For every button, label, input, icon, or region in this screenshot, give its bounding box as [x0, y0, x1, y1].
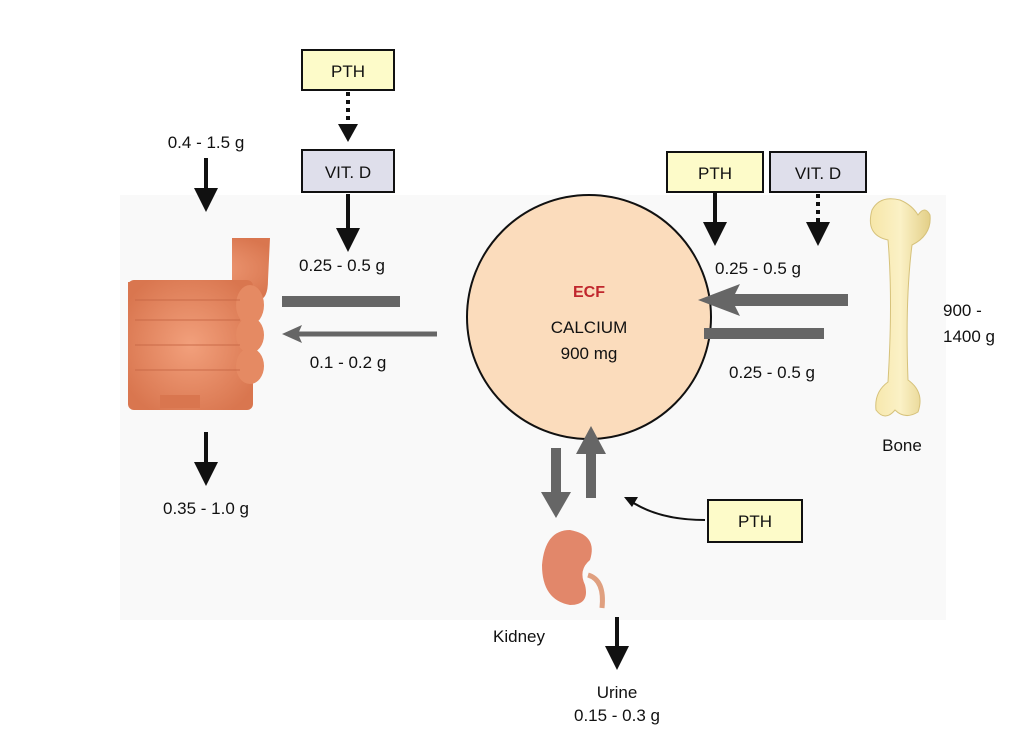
bone-resorption-arrow	[730, 294, 848, 306]
arrowhead	[336, 228, 360, 252]
pth-label-kidney: PTH	[738, 512, 772, 531]
ecf-calcium-pool	[466, 194, 712, 440]
absorption-flow-bar	[282, 296, 400, 307]
vitd-label-intestine: VIT. D	[325, 163, 371, 182]
reabsorption-arrow	[586, 450, 596, 498]
arrowhead	[282, 325, 302, 343]
arrowhead	[194, 188, 218, 212]
pth-label-bone: PTH	[698, 164, 732, 183]
arrowhead	[576, 426, 606, 454]
bone-resorption-label: 0.25 - 0.5 g	[715, 259, 801, 278]
fecal-excretion-label: 0.35 - 1.0 g	[163, 499, 249, 518]
vitd-box-intestine	[301, 149, 395, 193]
urine-amount: 0.15 - 0.3 g	[574, 706, 660, 725]
intestinal-absorption-label: 0.25 - 0.5 g	[299, 256, 385, 275]
arrowhead	[541, 492, 571, 518]
arrowhead	[624, 497, 638, 507]
arrowhead	[194, 462, 218, 486]
vitd-box-bone	[769, 151, 867, 193]
arrowhead	[806, 222, 830, 246]
arrowhead	[703, 222, 727, 246]
arrowhead	[338, 124, 358, 142]
pth-box-intestine	[301, 49, 395, 91]
intestine-regulation: PTH VIT. D	[301, 49, 395, 252]
pth-label-intestine: PTH	[331, 62, 365, 81]
bone-label: Bone	[882, 436, 922, 455]
kidney-label: Kidney	[493, 627, 545, 646]
arrowhead	[698, 284, 740, 316]
urine-label: Urine	[597, 683, 638, 702]
bone-illustration	[869, 198, 931, 417]
ecf-calcium-label: CALCIUM	[551, 318, 628, 337]
bone-store-line1: 900 -	[943, 301, 982, 320]
pth-to-kidney-curved-arrow	[631, 501, 706, 521]
bone-deposition-bar	[704, 328, 824, 339]
ecf-calcium-amount: 900 mg	[561, 344, 618, 363]
pth-box-kidney	[707, 499, 803, 543]
intestine-illustration	[128, 238, 270, 410]
pth-box-bone	[666, 151, 764, 193]
vitd-label-bone: VIT. D	[795, 164, 841, 183]
bone-store-line2: 1400 g	[943, 327, 995, 346]
kidney-illustration	[542, 530, 605, 609]
ecf-title: ECF	[573, 284, 605, 301]
intestinal-secretion-label: 0.1 - 0.2 g	[310, 353, 387, 372]
dietary-intake-label: 0.4 - 1.5 g	[168, 133, 245, 152]
arrowhead	[605, 646, 629, 670]
bone-deposition-label: 0.25 - 0.5 g	[729, 363, 815, 382]
filtration-arrow	[551, 448, 561, 496]
